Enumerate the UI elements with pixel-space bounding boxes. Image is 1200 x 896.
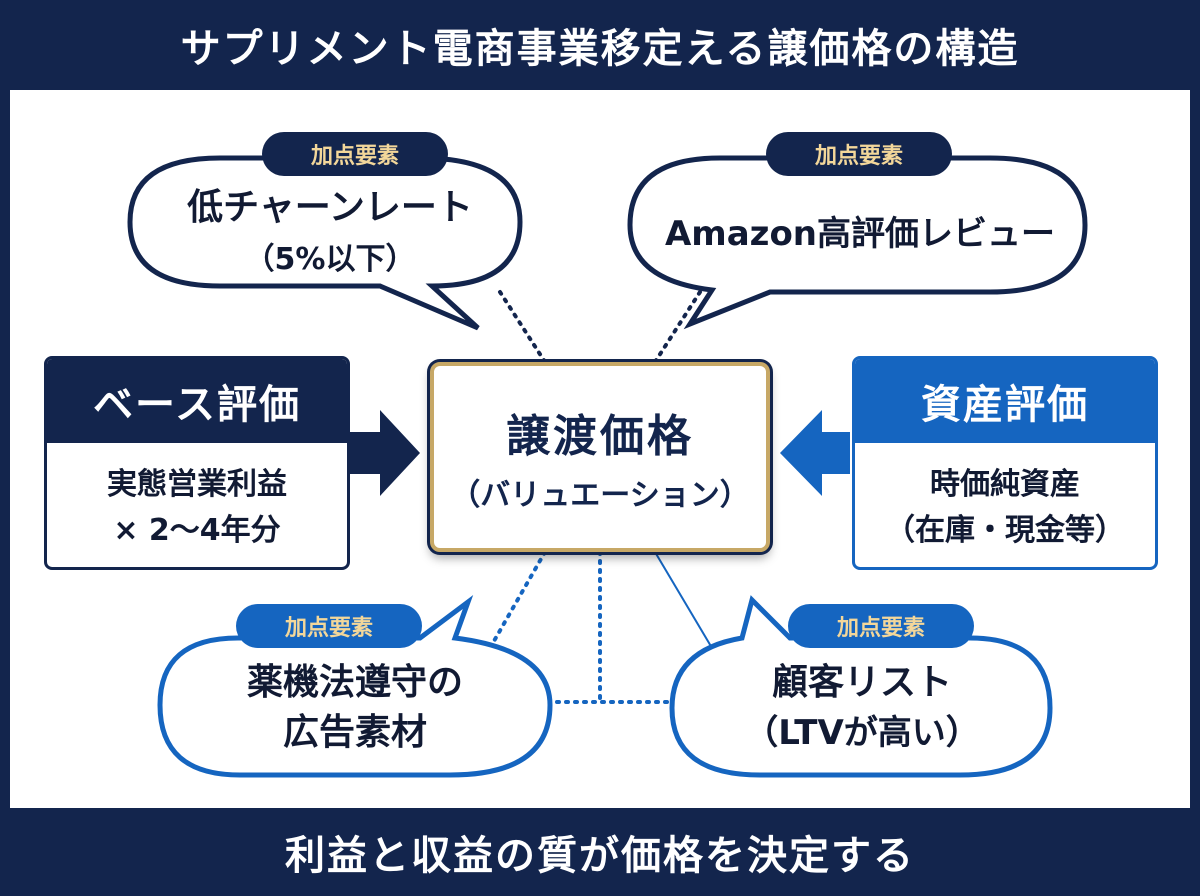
base-valuation-header: ベース評価: [47, 359, 347, 443]
bubble-top-left: [127, 155, 523, 331]
bonus-tag-bottom-left: 加点要素: [236, 604, 422, 648]
bubble-text-top-right: Amazon高評価レビュー: [640, 190, 1080, 270]
connector-top-left: [498, 290, 547, 364]
valuation-subtitle: （バリュエーション）: [450, 478, 750, 513]
ad-compliance-line2: 広告素材: [282, 712, 427, 753]
bonus-tag-top-left: 加点要素: [262, 132, 448, 176]
years-multiple-label: × 2〜4年分: [113, 513, 281, 548]
amazon-review-label: Amazon高評価レビュー: [664, 213, 1056, 254]
customer-list-note: （LTVが高い）: [744, 713, 980, 753]
bubble-top-right: [627, 155, 1088, 330]
asset-valuation-header: 資産評価: [855, 359, 1155, 443]
bubble-text-top-left: 低チャーンレート （5%以下）: [140, 180, 520, 277]
base-valuation-box: ベース評価 実態営業利益 × 2〜4年分: [44, 356, 350, 570]
page-title: サプリメント電商事業移定える譲価格の構造: [180, 26, 1020, 72]
arrow-left-to-center: [350, 410, 420, 496]
arrow-right-to-center: [780, 410, 850, 496]
net-assets-label: 時価純資産: [930, 467, 1080, 502]
customer-list-label: 顧客リスト: [771, 662, 952, 703]
bonus-tag-top-right: 加点要素: [766, 132, 952, 176]
churn-rate-note: （5%以下）: [244, 242, 416, 277]
asset-valuation-body: 時価純資産 （在庫・現金等）: [855, 443, 1155, 567]
base-valuation-body: 実態営業利益 × 2〜4年分: [47, 443, 347, 567]
bubble-text-bottom-right: 顧客リスト （LTVが高い）: [682, 652, 1042, 764]
connector-bottom-right: [654, 551, 713, 649]
asset-valuation-box: 資産評価 時価純資産 （在庫・現金等）: [852, 356, 1158, 570]
operating-profit-label: 実態営業利益: [107, 467, 287, 502]
ad-compliance-line1: 薬機法遵守の: [246, 662, 463, 703]
footer-caption: 利益と収益の質が価格を決定する: [285, 833, 915, 879]
inventory-cash-label: （在庫・現金等）: [885, 513, 1125, 548]
transfer-price-box: 譲渡価格 （バリュエーション）: [430, 362, 770, 552]
transfer-price-title: 譲渡価格: [506, 411, 694, 462]
bonus-tag-bottom-right: 加点要素: [788, 604, 974, 648]
connector-bottom-left: [488, 550, 547, 650]
bubble-text-bottom-left: 薬機法遵守の 広告素材: [170, 652, 540, 764]
connector-top-right: [653, 290, 702, 364]
churn-rate-label: 低チャーンレート: [187, 187, 473, 228]
